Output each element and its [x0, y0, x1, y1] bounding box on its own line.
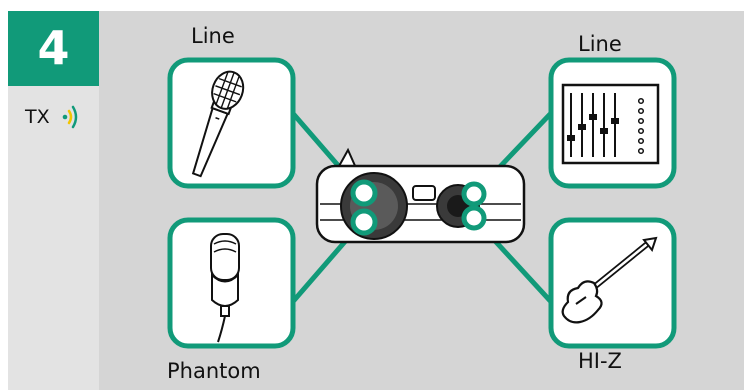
condenser-microphone-icon	[167, 217, 296, 349]
handheld-microphone-icon	[167, 57, 296, 189]
audio-interface-icon	[315, 147, 526, 244]
label-bottom-left: Phantom	[167, 359, 261, 383]
label-top-right: Line	[578, 32, 622, 56]
label-top-left: Line	[191, 24, 235, 48]
tx-label: TX	[25, 106, 50, 128]
label-bottom-right: HI-Z	[578, 349, 622, 373]
electric-guitar-icon	[548, 217, 677, 349]
step-number: 4	[8, 11, 99, 86]
wireless-signal-icon	[62, 105, 78, 129]
mixer-faders-icon	[548, 57, 677, 189]
